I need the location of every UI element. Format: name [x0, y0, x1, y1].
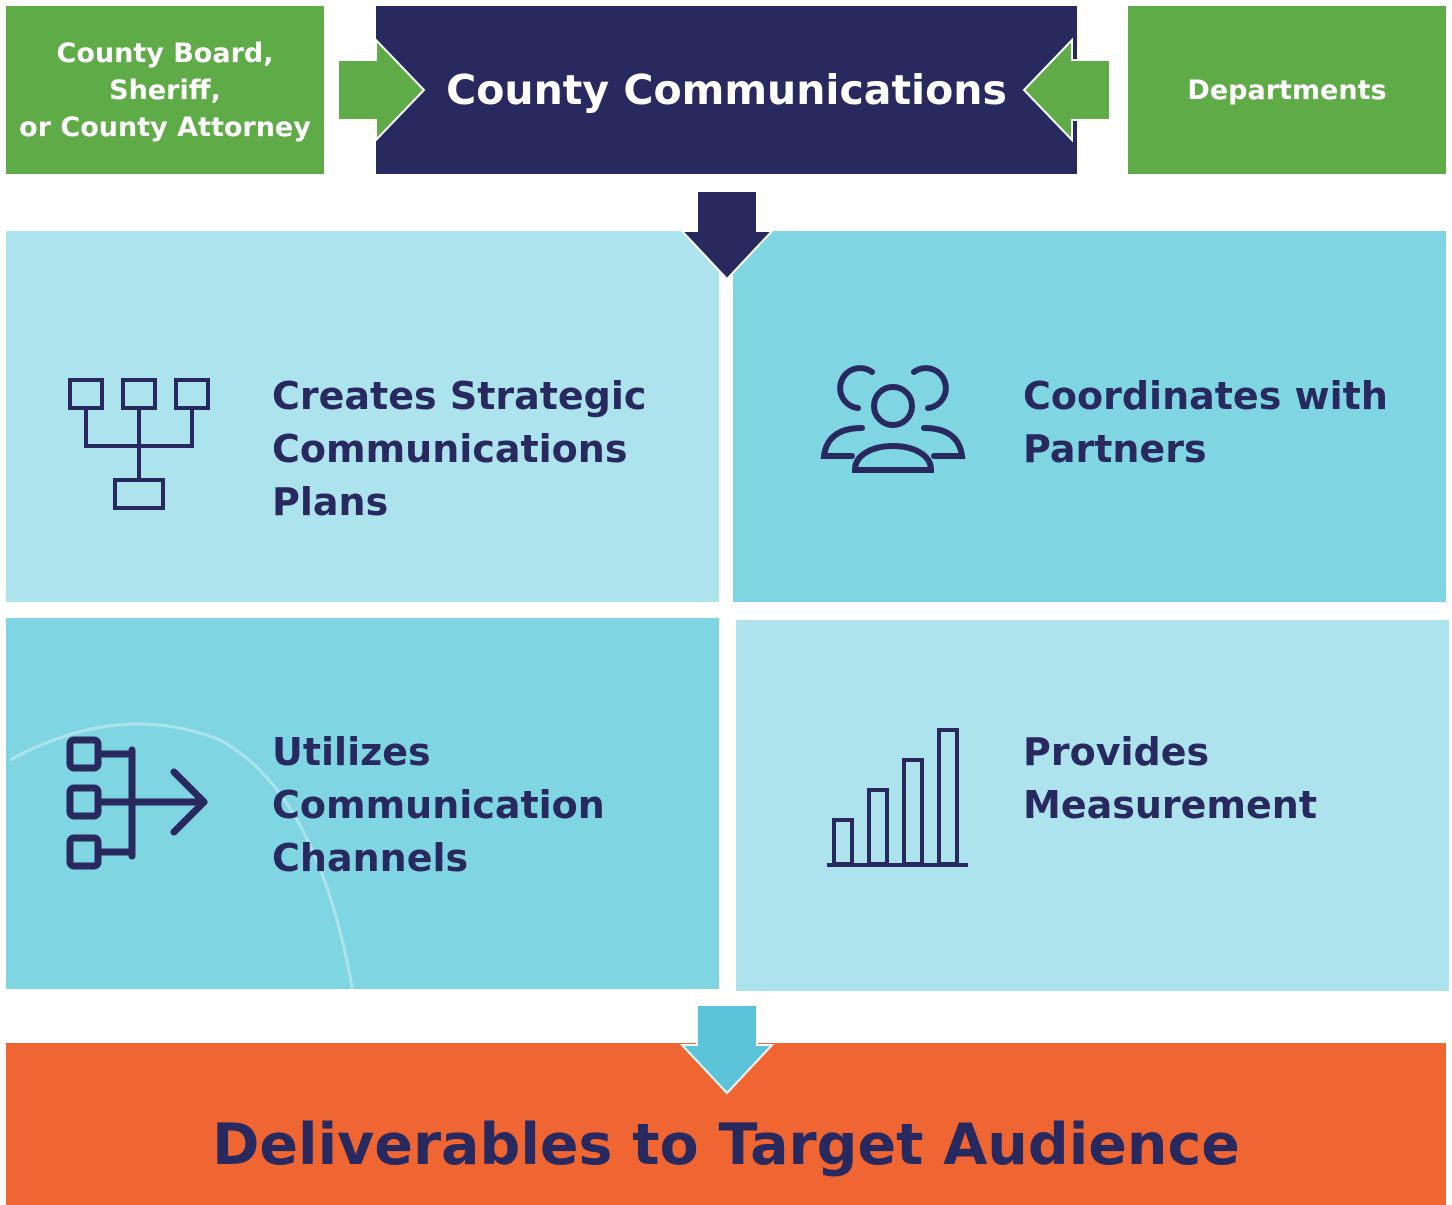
arrow-down-output-icon [679, 1004, 775, 1095]
communication-channels-title: Utilizes Communication Channels [272, 730, 605, 880]
panel-coordinates-partners [733, 231, 1446, 602]
org-chart-icon [68, 378, 210, 510]
departments-box: Departments [1128, 6, 1446, 174]
channels-arrow-icon [66, 736, 208, 870]
county-board-label: County Board, Sheriff, or County Attorne… [19, 37, 311, 143]
panel-measurement [736, 620, 1449, 991]
departments-label: Departments [1187, 74, 1387, 106]
arrow-right-icon [337, 37, 426, 143]
county-communications-label: County Communications [446, 66, 1007, 114]
people-group-icon [820, 365, 966, 473]
measurement-title: Provides Measurement [1023, 730, 1317, 827]
strategic-plans-title: Creates Strategic Communications Plans [272, 374, 647, 524]
arrow-left-icon [1022, 37, 1111, 143]
bar-chart-icon [827, 728, 968, 867]
county-board-box: County Board, Sheriff, or County Attorne… [6, 6, 324, 174]
panel-strategic-plans [6, 231, 719, 602]
deliverables-label: Deliverables to Target Audience [212, 1112, 1240, 1178]
arrow-down-icon [679, 190, 775, 281]
coordinates-partners-title: Coordinates with Partners [1023, 374, 1388, 471]
county-communications-box: County Communications [376, 6, 1077, 174]
